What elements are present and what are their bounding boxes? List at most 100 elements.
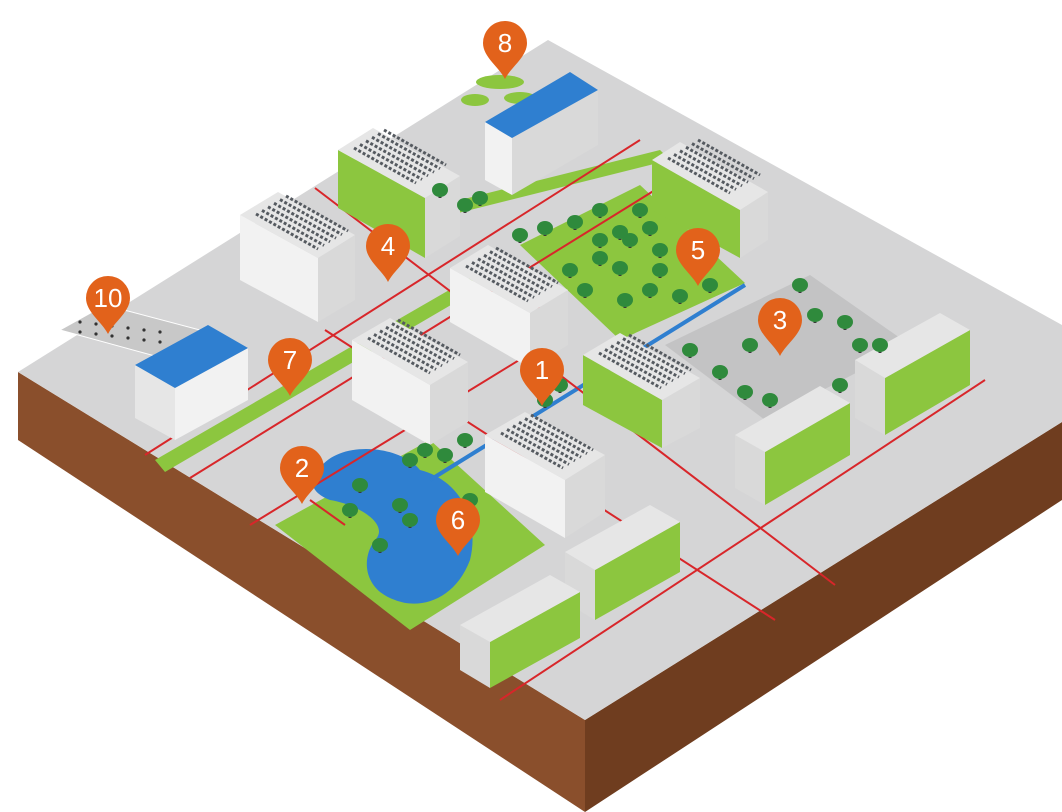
tree-icon [352,478,368,492]
tree-icon [652,243,668,257]
tree-icon [592,233,608,247]
wall-left [485,435,565,538]
building-f [352,318,468,445]
map-pin-icon [280,446,324,504]
map-pin-icon [483,21,527,79]
building-k [855,313,970,435]
solar-field-panel [94,322,98,326]
tree-icon [342,503,358,517]
location-marker-6: 6 [436,498,480,556]
roof [583,333,700,400]
building-e [450,245,568,368]
solar-panel-row [628,333,692,372]
tree-icon [512,228,528,242]
building-j [735,386,850,505]
wall-right [740,192,768,258]
wall-right [565,455,605,538]
roof [460,575,580,642]
solar-panel-row [477,257,541,296]
solar-panel-row [285,194,349,233]
tree-icon [437,448,453,462]
tree-icon [617,293,633,307]
plaza-3 [665,275,910,420]
solar-panel-row [622,337,686,375]
wall-left [855,360,885,435]
building-l [565,505,680,620]
roof [735,386,850,452]
tree-icon [642,221,658,235]
tree-icon [737,385,753,399]
tree-icon [642,283,658,297]
marker-label: 6 [451,505,465,535]
solar-panel-row [471,261,535,299]
solar-panel-row [279,198,343,236]
solar-panel-row [383,128,447,167]
map-pin-icon [436,498,480,556]
solar-panel-row [616,340,680,379]
building-g [583,333,700,448]
tree-icon [592,203,608,217]
wall-right [490,592,580,688]
tree-icon [872,338,888,352]
wall-left [450,268,530,368]
wall-left [583,355,662,448]
tree-icon [432,183,448,197]
building-h [135,325,248,440]
marker-label: 4 [381,231,395,261]
solar-panel-row [697,138,761,177]
solar-panel-row [500,431,564,470]
soil-left-face [18,372,585,812]
tree-icon [402,513,418,527]
solar-field-panel [126,336,130,340]
solar-panel-row [691,142,755,180]
solar-panel-row [483,253,547,292]
location-marker-1: 1 [520,348,564,406]
map-pin-icon [676,228,720,286]
roof [565,505,680,570]
tree-icon [592,251,608,265]
roof-pool [135,325,248,388]
garden-blob [476,75,524,89]
tree-icon [392,498,408,512]
solar-panel-row [598,351,662,390]
tree-icon [742,338,758,352]
street-line [499,379,986,701]
solar-panel-row [512,424,576,463]
solar-panel-row [377,132,441,170]
tree-icon [632,203,648,217]
building-i [485,412,605,538]
tree-icon [612,225,628,239]
solar-field-panel [142,328,146,332]
wall-left [460,625,490,688]
wall-right [885,330,970,435]
solar-panel-row [353,146,417,185]
solar-panel-row [365,139,429,178]
tree-icon [612,261,628,275]
roof-pool [485,72,598,138]
wall-left [485,122,512,195]
marker-label: 5 [691,235,705,265]
solar-panel-row [385,325,449,364]
tree-icon [712,365,728,379]
tree-icon [372,538,388,552]
solar-panel-row [267,205,331,244]
tree-icon [682,343,698,357]
tree-icon [702,278,718,292]
soil-right-face [585,422,1062,812]
solar-panel-row [518,420,582,459]
roof [855,313,970,378]
marker-label: 8 [498,28,512,58]
solar-field-panel [94,332,98,336]
marker-label: 1 [535,355,549,385]
solar-panel-row [261,209,325,247]
tree-icon [567,215,583,229]
solar-panel-row [391,322,455,360]
solar-panel-row [673,153,737,191]
solar-panel-row [489,250,553,288]
solar-panel-row [371,135,435,174]
tree-icon [762,393,778,407]
map-pin-icon [268,338,312,396]
solar-panel-row [379,329,443,368]
